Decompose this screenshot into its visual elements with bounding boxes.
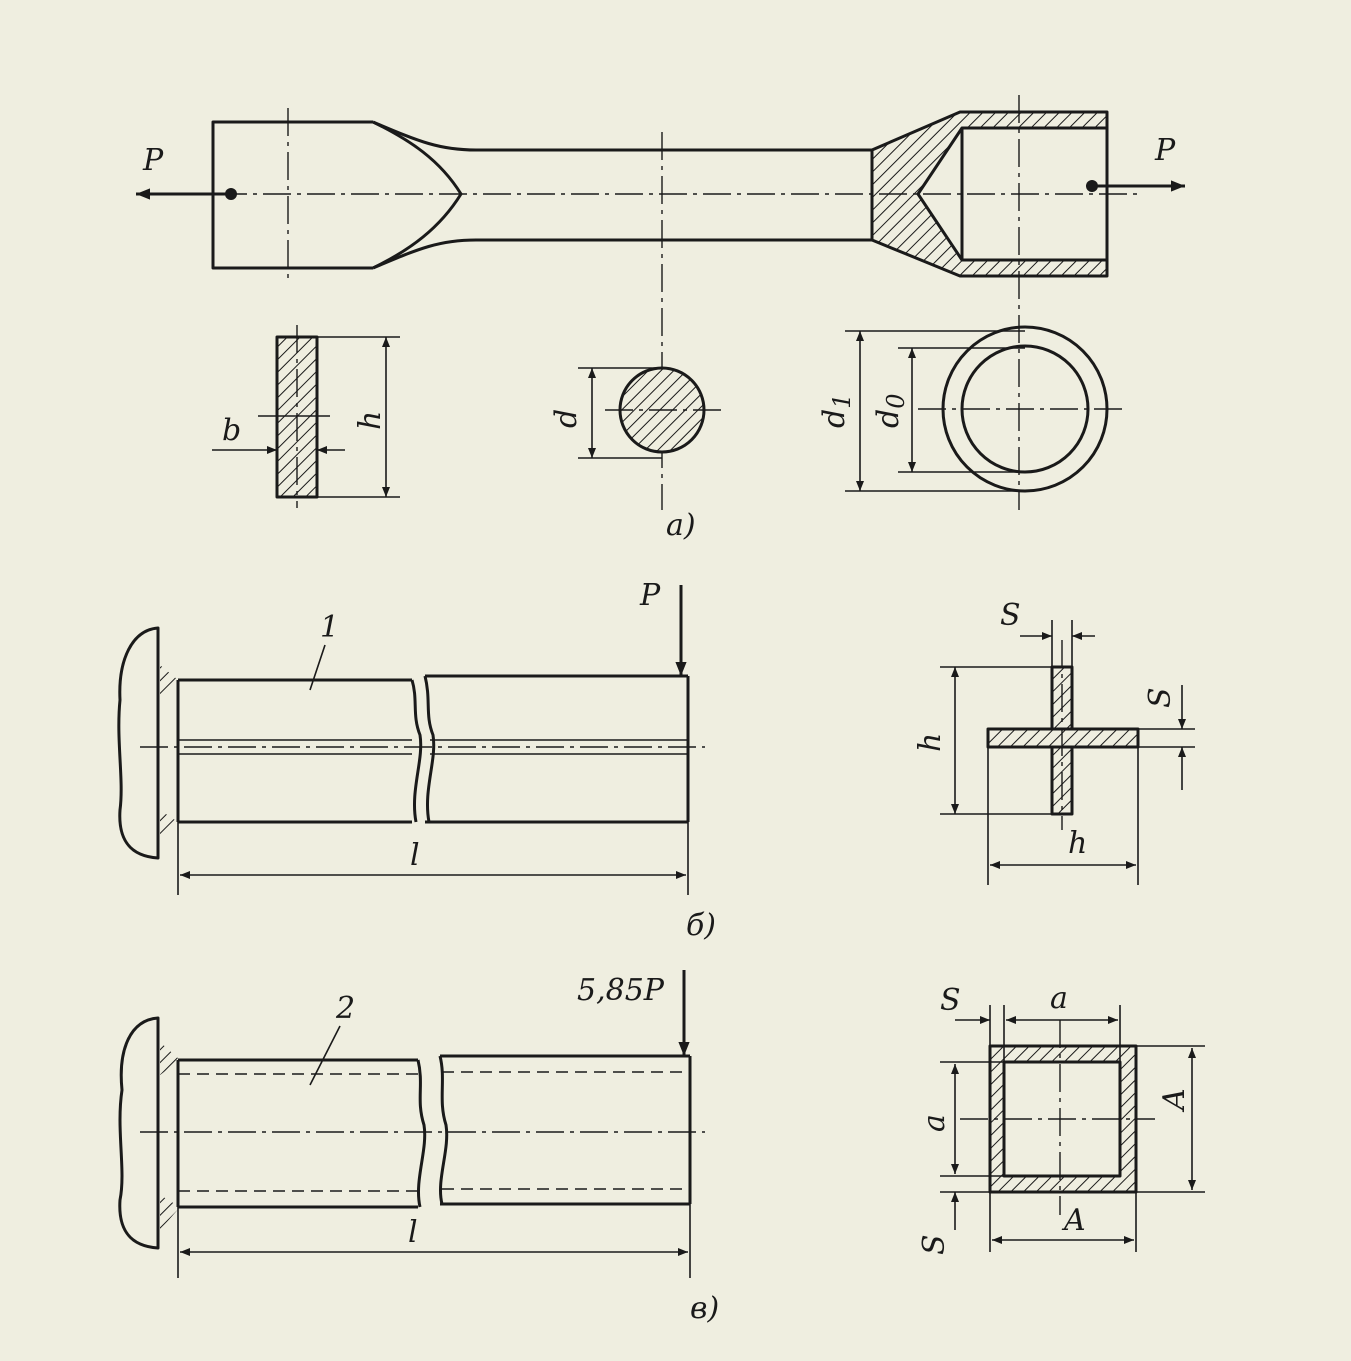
- dim-h-label: h: [353, 411, 388, 430]
- dim-d1-label: d1: [817, 394, 856, 429]
- box-section: S a a S A A: [917, 981, 1205, 1255]
- figure-v: 5,85P 2 l S a a S: [118, 970, 1205, 1326]
- dim-d-label: d: [549, 409, 584, 428]
- force-label-v: 5,85P: [577, 973, 665, 1008]
- sect-A-right-v: A: [1157, 1088, 1192, 1113]
- sect-A-bottom-v: A: [1061, 1203, 1086, 1238]
- sect-a-top-v: a: [1050, 981, 1068, 1016]
- figure-a: P P b h d: [136, 95, 1185, 543]
- sect-s-top-v: S: [940, 983, 961, 1018]
- sect-h-left-b: h: [913, 733, 948, 752]
- caption-b: б): [686, 908, 716, 943]
- force-label-right: P: [1154, 133, 1176, 168]
- beam-2: [140, 1054, 705, 1209]
- tube-section: d1 d0: [817, 325, 1125, 493]
- length-label-b: l: [410, 838, 420, 873]
- figure-b: P 1 l S S h h: [117, 578, 1195, 943]
- caption-a: a): [666, 508, 696, 543]
- sect-s-top-b: S: [1000, 598, 1021, 633]
- dim-b-label: b: [222, 413, 241, 448]
- length-label-v: l: [408, 1215, 418, 1250]
- bolt-head-2: [118, 1016, 160, 1250]
- round-section: d: [549, 366, 725, 459]
- part-number-1: 1: [320, 610, 339, 645]
- force-label-left: P: [142, 143, 164, 178]
- cross-section: S S h h: [913, 598, 1195, 885]
- bolt-head: [117, 626, 160, 860]
- sect-a-left-v: a: [917, 1114, 952, 1132]
- sect-h-bottom-b: h: [1068, 826, 1087, 861]
- force-label-b: P: [639, 578, 661, 613]
- tensile-specimen: [211, 110, 1109, 278]
- dim-d0-label: d0: [871, 394, 910, 429]
- beam-1: [140, 674, 705, 824]
- part-number-2: 2: [335, 991, 355, 1026]
- rect-section: b h: [212, 325, 400, 508]
- sect-s-right-b: S: [1143, 687, 1178, 708]
- caption-v: в): [690, 1291, 719, 1326]
- sect-s-bottom-v: S: [917, 1234, 952, 1255]
